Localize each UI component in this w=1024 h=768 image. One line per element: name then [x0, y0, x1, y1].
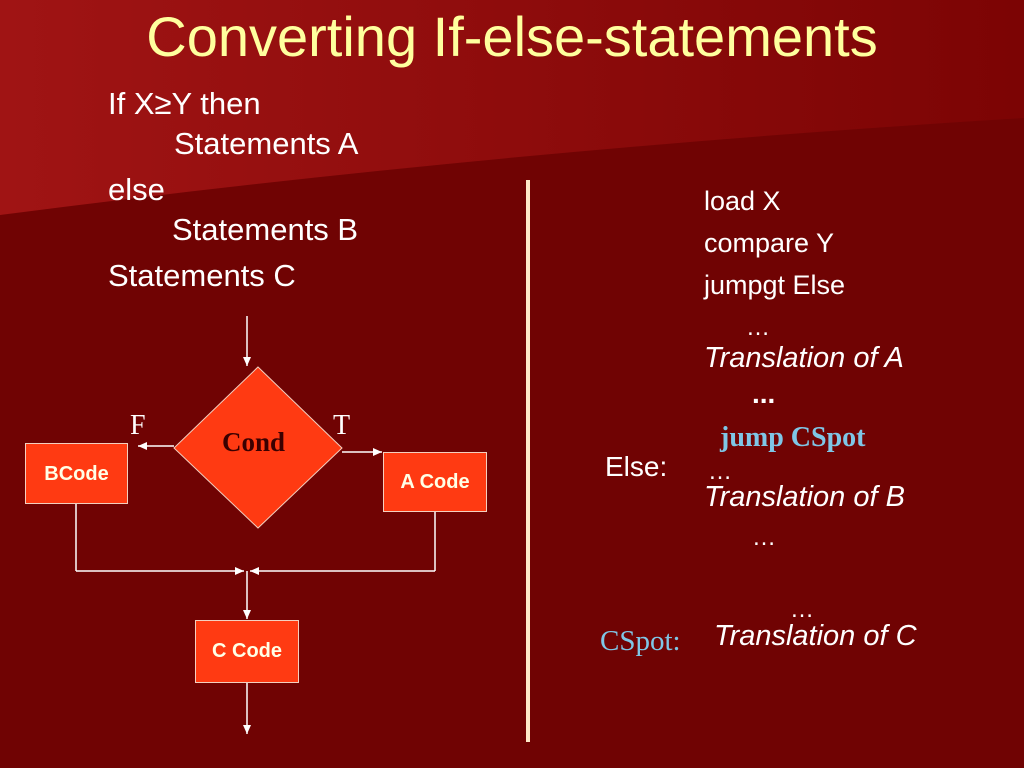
- asm-load: load X: [704, 186, 781, 216]
- asm-jump-cspot: jump CSpot: [720, 422, 866, 453]
- pseudo-statements-a: Statements A: [174, 126, 359, 161]
- slide-title: Converting If-else-statements: [146, 5, 878, 68]
- column-divider: [526, 180, 530, 742]
- asm-translation-b: Translation of B: [704, 481, 905, 513]
- asm-compare: compare Y: [704, 228, 835, 258]
- asm-translation-c: Translation of C: [714, 620, 917, 652]
- asm-cspot-label: CSpot:: [600, 625, 681, 657]
- a-code-box: A Code: [383, 452, 487, 512]
- asm-ellipsis-4: …: [752, 524, 776, 551]
- asm-ellipsis-3: …: [708, 458, 732, 485]
- asm-translation-a: Translation of A: [704, 342, 904, 374]
- b-code-label: BCode: [44, 463, 109, 485]
- pseudo-statements-b: Statements B: [172, 212, 359, 247]
- condition-diamond: [173, 366, 343, 529]
- asm-ellipsis-1: …: [746, 314, 770, 341]
- a-code-label: A Code: [400, 470, 470, 493]
- false-label: F: [130, 410, 146, 441]
- true-label: T: [333, 410, 351, 441]
- b-code-box: BCode: [25, 443, 128, 504]
- pseudo-statements-c: Statements C: [108, 258, 296, 293]
- c-code-box: C Code: [195, 620, 299, 683]
- c-code-label: C Code: [212, 640, 282, 662]
- asm-else-label: Else:: [605, 451, 668, 482]
- condition-label: Cond: [222, 427, 286, 457]
- asm-ellipsis-2: ...: [752, 378, 776, 409]
- asm-ellipsis-5: …: [790, 596, 814, 623]
- asm-jump: jumpgt Else: [704, 270, 846, 300]
- pseudo-if-line: If X≥Y then: [108, 86, 261, 121]
- pseudo-else-line: else: [108, 172, 165, 207]
